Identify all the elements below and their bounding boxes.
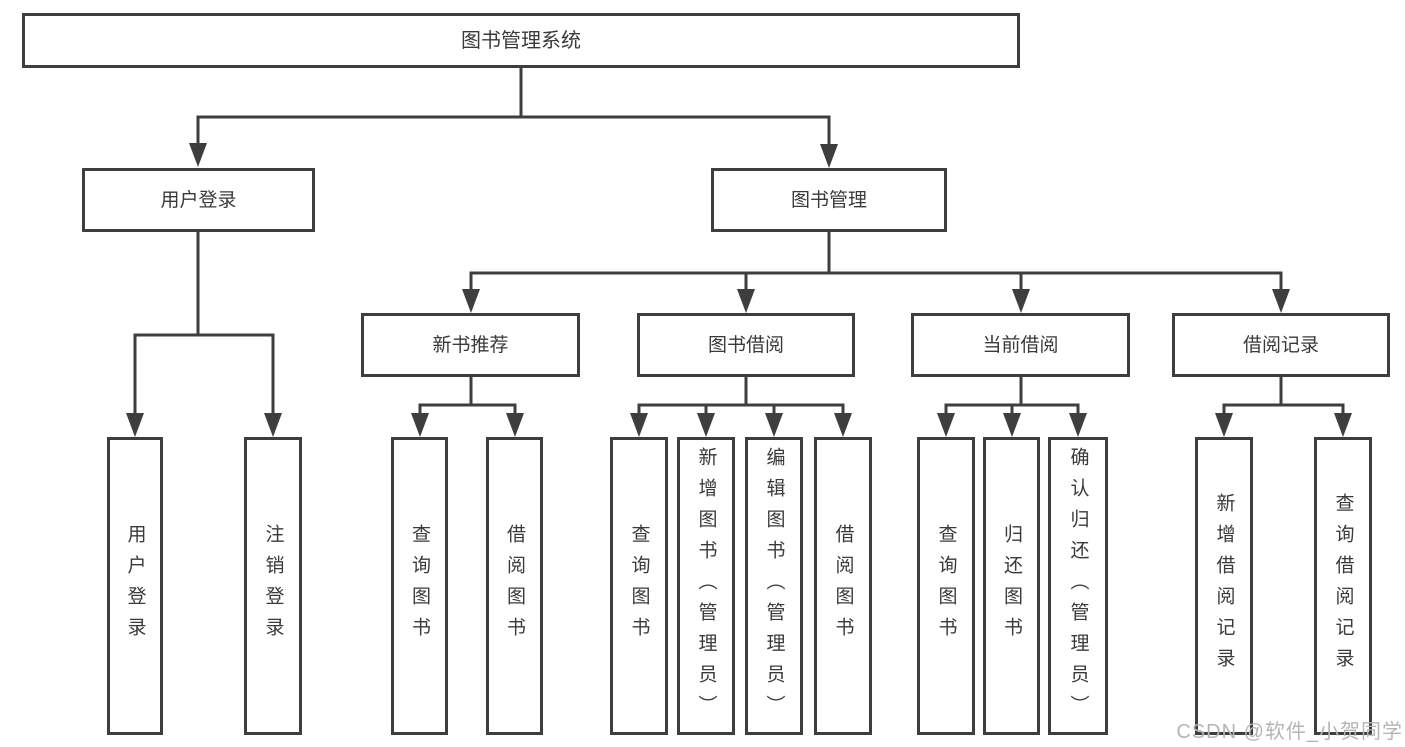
node-borrowing-records: 借阅记录 (1172, 313, 1390, 377)
watermark: CSDN @软件_小贺同学 (1176, 721, 1403, 743)
arrowhead (1334, 413, 1352, 437)
node-label: 图书管理 (790, 189, 867, 211)
node-label: 用户登录 (124, 524, 146, 648)
arrowhead (126, 413, 144, 437)
node-new-book-recommendation: 新书推荐 (361, 313, 580, 377)
node-label: 查询图书 (935, 524, 957, 648)
connector-book-management-branch (462, 230, 1290, 313)
node-label: 借阅图书 (832, 524, 854, 648)
node-logout: 注销登录 (244, 437, 302, 735)
node-label: 确认归还（管理员） (1067, 446, 1089, 726)
node-library-system: 图书管理系统 (22, 13, 1020, 68)
node-label: 图书管理系统 (461, 29, 581, 52)
arrowhead (1012, 289, 1030, 313)
arrowhead (1272, 289, 1290, 313)
arrowhead (820, 144, 838, 168)
arrowhead (189, 143, 207, 167)
connector-root-to-level2 (189, 66, 838, 168)
node-add-borrow-record: 新增借阅记录 (1195, 437, 1253, 735)
node-return-books: 归还图书 (983, 437, 1040, 735)
node-user-login-leaf: 用户登录 (107, 437, 163, 735)
node-label: 注销登录 (262, 524, 284, 648)
node-borrow-books-borrowing: 借阅图书 (814, 437, 872, 735)
node-query-borrow-record: 查询借阅记录 (1314, 437, 1372, 735)
node-label: 查询借阅记录 (1332, 493, 1354, 679)
arrowhead (264, 413, 282, 437)
arrowhead (1069, 413, 1087, 437)
node-query-books-current: 查询图书 (917, 437, 975, 735)
connector-borrowing-records-branch (1215, 375, 1352, 437)
node-label: 当前借阅 (982, 334, 1059, 356)
node-borrow-books-recommend: 借阅图书 (486, 437, 543, 735)
arrowhead (765, 413, 783, 437)
arrowhead (737, 289, 755, 313)
node-label: 新增图书（管理员） (695, 446, 717, 726)
node-current-borrowing: 当前借阅 (911, 313, 1130, 377)
arrowhead (937, 413, 955, 437)
node-label: 借阅记录 (1242, 334, 1319, 356)
node-label: 用户登录 (160, 189, 237, 211)
node-user-login: 用户登录 (82, 168, 315, 232)
arrowhead (506, 413, 524, 437)
node-label: 新增借阅记录 (1213, 493, 1235, 679)
node-label: 归还图书 (1001, 524, 1022, 648)
node-edit-books-admin: 编辑图书（管理员） (745, 437, 803, 735)
node-query-books-borrowing: 查询图书 (610, 437, 668, 735)
node-add-books-admin: 新增图书（管理员） (677, 437, 735, 735)
arrowhead (834, 413, 852, 437)
connector-current-borrowing-branch (937, 375, 1087, 437)
arrowhead (1215, 413, 1233, 437)
node-label: 查询图书 (409, 524, 430, 648)
arrowhead (411, 413, 429, 437)
arrowhead (462, 289, 480, 313)
node-label: 查询图书 (628, 524, 650, 648)
connector-user-login-branch (126, 230, 282, 437)
node-label: 借阅图书 (504, 524, 525, 648)
node-book-management: 图书管理 (711, 168, 947, 232)
node-label: 图书借阅 (707, 334, 784, 356)
arrowhead (630, 413, 648, 437)
arrowhead (697, 413, 715, 437)
connector-book-borrowing-branch (630, 375, 852, 437)
node-book-borrowing: 图书借阅 (637, 313, 855, 377)
connector-new-book-branch (411, 375, 524, 437)
node-query-books-recommend: 查询图书 (391, 437, 448, 735)
node-label: 编辑图书（管理员） (763, 446, 785, 726)
node-confirm-return-admin: 确认归还（管理员） (1048, 437, 1108, 735)
arrowhead (1003, 413, 1021, 437)
node-label: 新书推荐 (432, 334, 509, 356)
